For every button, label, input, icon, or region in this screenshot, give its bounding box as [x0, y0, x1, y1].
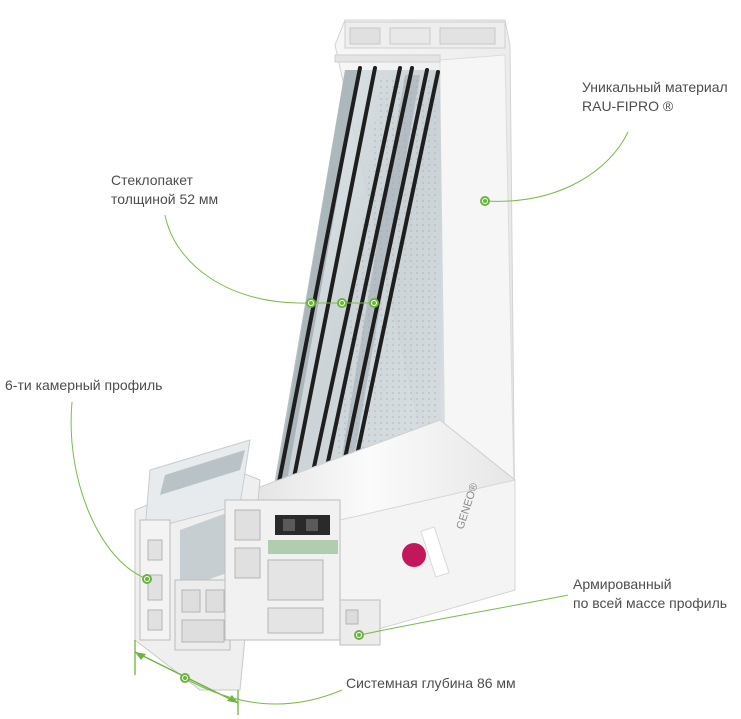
- callout-chambers-line1: 6-ти камерный профиль: [5, 377, 163, 393]
- leader-chambers: [70, 401, 146, 579]
- callout-material: Уникальный материал RAU-FIPRO ®: [582, 78, 728, 116]
- marker-chambers[interactable]: [142, 574, 152, 584]
- callout-glass-line1: Стеклопакет: [111, 172, 193, 188]
- callout-depth-line1: Системная глубина 86 мм: [346, 675, 516, 691]
- leader-glass: [164, 214, 308, 304]
- glass-unit: [268, 70, 445, 520]
- callout-reinforced-line2: по всей массе профиль: [573, 595, 728, 611]
- glass-gaskets: [270, 66, 440, 520]
- marker-glass-1[interactable]: [306, 298, 316, 308]
- marker-reinforced[interactable]: [354, 630, 364, 640]
- callout-reinforced-line1: Армированный: [573, 576, 672, 592]
- callout-chambers: 6-ти камерный профиль: [5, 376, 162, 395]
- marker-glass-2[interactable]: [337, 298, 347, 308]
- marker-glass-3[interactable]: [369, 298, 379, 308]
- marker-material[interactable]: [480, 196, 490, 206]
- callout-depth: Системная глубина 86 мм: [346, 674, 516, 693]
- profile-cross-section: [134, 439, 381, 691]
- callout-lines: [70, 131, 629, 705]
- leader-material: [485, 131, 629, 202]
- callout-reinforced: Армированный по всей массе профиль: [573, 575, 727, 613]
- leader-reinforced: [359, 594, 569, 636]
- callout-material-line1: Уникальный материал: [582, 79, 728, 95]
- marker-depth[interactable]: [180, 673, 190, 683]
- callout-glass-line2: толщиной 52 мм: [111, 191, 219, 207]
- leader-depth: [185, 678, 343, 705]
- callout-material-line2: RAU-FIPRO ®: [582, 98, 674, 114]
- callout-glass: Стеклопакет толщиной 52 мм: [111, 171, 218, 209]
- quality-badge-icon: [402, 543, 426, 567]
